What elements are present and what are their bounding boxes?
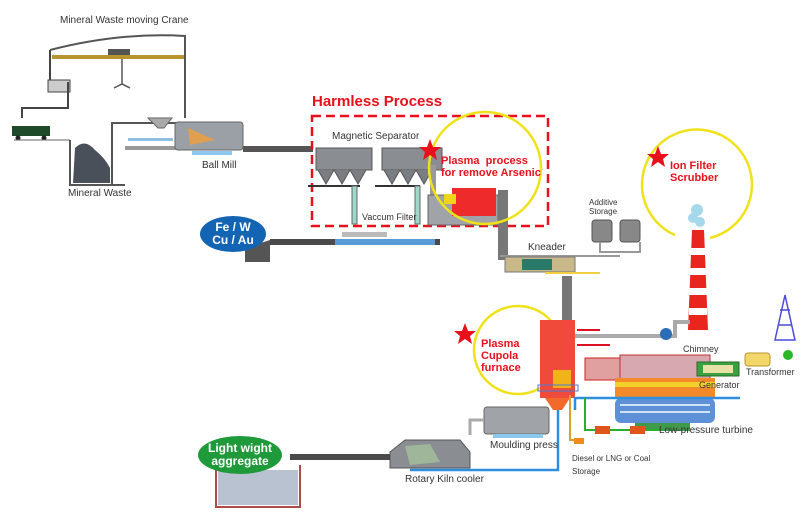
- transformer-label: Transformer: [746, 367, 795, 377]
- aggregate-badge: Light wight aggregate: [198, 436, 282, 474]
- crane: [21, 34, 186, 118]
- kneader-label: Kneader: [528, 242, 566, 253]
- additive-storage-label-line2: Storage: [589, 207, 618, 216]
- plasma-arsenic-label-line2: for remove Arsenic: [441, 167, 541, 179]
- fuel-storage-label-line2: Storage: [572, 467, 601, 476]
- ion-filter-highlight: [640, 128, 754, 240]
- magnetic-separator: [308, 147, 443, 225]
- conveyor: [243, 146, 313, 152]
- additive-storage: [591, 219, 641, 253]
- cupola-furnace: [537, 320, 610, 410]
- plasma-cupola-label-line3: furnace: [481, 362, 521, 374]
- harmless-process-box: [310, 114, 550, 228]
- moulding-press-label: Moulding press: [490, 440, 558, 451]
- metals-badge: Fe / W Cu / Au: [200, 216, 266, 252]
- plasma-arsenic-highlight: [427, 110, 543, 226]
- pipes: [410, 395, 740, 472]
- rotary-kiln-label: Rotary Kiln cooler: [405, 474, 484, 485]
- vaccum-filter-label: Vaccum Filter: [362, 212, 417, 222]
- turbine: [584, 354, 715, 431]
- crane-label: Mineral Waste moving Crane: [60, 15, 189, 26]
- star-icon: [647, 146, 669, 167]
- aggregate-badge-line2: aggregate: [211, 454, 269, 468]
- moulding-press: [468, 406, 550, 438]
- ion-filter-label-line1: Ion Filter: [670, 160, 717, 172]
- plasma-arsenic-unit: [427, 165, 508, 260]
- truck: [12, 126, 70, 141]
- ball-mill-label: Ball Mill: [202, 160, 237, 171]
- plasma-arsenic-label-line1: Plasma process: [441, 155, 528, 167]
- kneader: [500, 255, 620, 321]
- star-icon: [419, 139, 441, 160]
- aggregate-pit: [215, 465, 301, 508]
- ion-filter-label-line2: Scrubber: [670, 172, 719, 184]
- harmless-process-title: Harmless Process: [312, 93, 443, 110]
- ball-mill: [125, 117, 244, 155]
- chimney: [575, 204, 708, 340]
- magnetic-separator-label: Magnetic Separator: [332, 131, 420, 142]
- metal-conveyor: [245, 232, 440, 262]
- metals-badge-line1: Fe / W: [215, 220, 251, 234]
- plasma-cupola-label-line2: Cupola: [481, 350, 519, 362]
- transformer: [744, 294, 796, 367]
- additive-storage-label: Additive Storage: [589, 198, 617, 216]
- plasma-cupola-label-line1: Plasma: [481, 338, 520, 350]
- fuel-storage-label-line1: Diesel or LNG or Coal: [572, 454, 651, 463]
- generator-label: Generator: [699, 380, 740, 390]
- additive-storage-label-line1: Additive: [589, 198, 618, 207]
- plasma-cupola-label: Plasma Cupola furnace: [481, 338, 521, 374]
- fuel-storage-label: Diesel or LNG or Coal Storage: [572, 452, 650, 478]
- low-pressure-turbine-label: Low-pressure turbine: [659, 425, 753, 436]
- generator: [696, 361, 740, 377]
- mineral-waste-label: Mineral Waste: [68, 188, 132, 199]
- metals-badge-line2: Cu / Au: [212, 233, 254, 247]
- chimney-label: Chimney: [683, 344, 719, 354]
- rotary-kiln: [290, 439, 471, 469]
- mineral-waste-pit: [69, 122, 180, 186]
- star-icon: [454, 323, 476, 344]
- ion-filter-label: Ion Filter Scrubber: [670, 160, 718, 184]
- aggregate-badge-line1: Light wight: [208, 441, 272, 455]
- plasma-arsenic-label: Plasma process for remove Arsenic: [441, 155, 541, 179]
